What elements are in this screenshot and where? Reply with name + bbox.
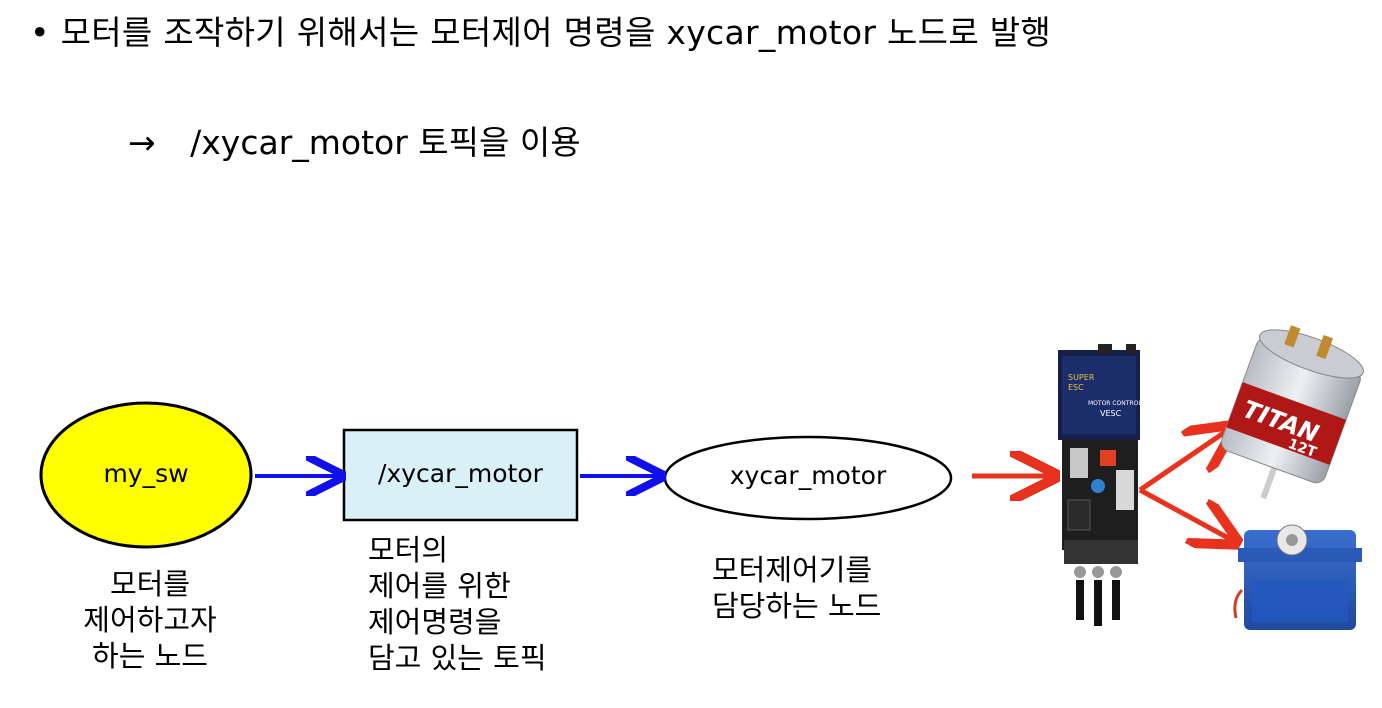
topic-box-shape — [342, 428, 579, 522]
arrow-esc-to-motor — [1138, 430, 1228, 493]
my-sw-node-label: my_sw — [103, 459, 189, 488]
header-subtitle: /xycar_motor 토픽을 이용 — [190, 123, 581, 162]
esc-label-esc: ESC — [1068, 383, 1084, 392]
bullet-glyph: • — [30, 13, 50, 52]
header-title-line: • 모터를 조작하기 위해서는 모터제어 명령을 xycar_motor 노드로… — [30, 6, 1051, 54]
my-sw-caption: 모터를 제어하고자 하는 노드 — [40, 566, 260, 674]
xycar-motor-node-label: xycar_motor — [729, 461, 887, 490]
esc-label-super: SUPER — [1068, 373, 1095, 382]
titan-motor-image: TITAN 12T — [1221, 325, 1364, 500]
my-sw-node-shape — [39, 401, 253, 549]
my-sw-caption-line: 모터를 — [109, 567, 191, 601]
esc-label-vesc: VESC — [1100, 409, 1122, 418]
topic-caption-line: 제어명령을 — [368, 605, 502, 639]
topic-box-label: /xycar_motor — [378, 459, 543, 488]
esc-controller-image: SUPER ESC MOTOR CONTROLLER VESC — [1058, 344, 1153, 626]
right-arrow-icon: → — [128, 123, 156, 162]
my-sw-caption-line: 제어하고자 — [83, 603, 217, 637]
topic-caption-line: 제어를 위한 — [368, 569, 511, 603]
xycar-motor-caption-line: 담당하는 노드 — [712, 589, 882, 623]
my-sw-caption-line: 하는 노드 — [92, 639, 208, 673]
esc-label-controller: MOTOR CONTROLLER — [1088, 400, 1153, 407]
header-subtitle-line: → /xycar_motor 토픽을 이용 — [128, 116, 581, 164]
servo-image — [1233, 524, 1362, 630]
topic-caption: 모터의 제어를 위한 제어명령을 담고 있는 토픽 — [368, 532, 547, 676]
arrow-esc-to-servo — [1138, 487, 1232, 540]
topic-caption-line: 모터의 — [368, 533, 449, 567]
topic-caption-line: 담고 있는 토픽 — [368, 641, 547, 675]
xycar-motor-caption-line: 모터제어기를 — [712, 553, 873, 587]
header-title: 모터를 조작하기 위해서는 모터제어 명령을 xycar_motor 노드로 발… — [60, 13, 1052, 52]
xycar-motor-caption: 모터제어기를 담당하는 노드 — [712, 552, 881, 624]
